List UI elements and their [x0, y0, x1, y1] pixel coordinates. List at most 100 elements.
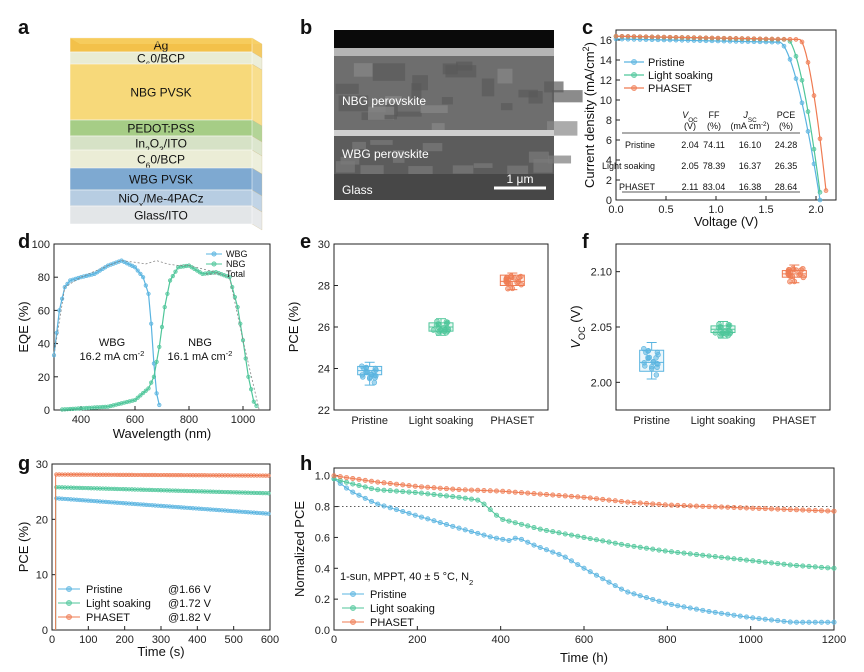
y-tick-label: 30: [318, 239, 330, 251]
series-marker: [393, 488, 399, 494]
data-point: [791, 278, 798, 285]
legend-marker: [66, 586, 72, 592]
series-marker: [656, 547, 662, 553]
data-point: [653, 355, 659, 361]
series-marker: [681, 503, 687, 509]
series-marker: [825, 508, 831, 514]
legend-marker: [350, 619, 356, 625]
series-marker: [768, 617, 774, 623]
series-marker: [437, 485, 443, 491]
series-marker: [818, 564, 824, 570]
series-marker: [673, 34, 679, 40]
text-part: (V): [568, 305, 583, 326]
series-marker: [662, 600, 668, 606]
legend-label: Light soaking: [86, 598, 151, 610]
table-cell: 83.04: [703, 182, 726, 192]
table-header: FF: [709, 110, 720, 120]
sem-label-glass: Glass: [342, 183, 373, 197]
series-marker: [531, 525, 537, 531]
series-marker: [450, 494, 456, 500]
series-marker: [512, 520, 518, 526]
sem-grain: [452, 165, 474, 174]
series-marker: [368, 498, 374, 504]
sem-label-nbg: NBG perovskite: [342, 94, 426, 108]
series-marker: [556, 551, 562, 557]
data-point: [726, 327, 732, 334]
y-axis-label: EQE (%): [16, 301, 31, 352]
series-marker: [750, 558, 756, 564]
series-marker: [662, 548, 668, 554]
series-marker: [625, 34, 631, 39]
x-tick-label: 0.5: [658, 204, 673, 216]
sem-grain: [385, 96, 402, 103]
annotation-wbg: WBG: [99, 337, 125, 349]
data-point: [359, 372, 365, 378]
data-point: [503, 276, 509, 282]
sem-grain: [335, 83, 359, 94]
series-marker: [793, 507, 799, 513]
series-marker: [823, 188, 829, 193]
series-marker: [625, 542, 631, 548]
series-marker: [781, 36, 787, 42]
series-marker: [581, 534, 587, 540]
data-point: [643, 349, 649, 356]
series-marker: [650, 501, 656, 507]
series-marker: [575, 494, 581, 500]
y-tick-label: 40: [38, 339, 50, 351]
series-marker: [138, 271, 143, 276]
series-marker: [356, 492, 362, 498]
data-point: [717, 327, 723, 333]
table-cell: 2.05: [681, 161, 699, 171]
table-row-label: Pristine: [625, 140, 655, 150]
table-header: PCE: [777, 110, 796, 120]
sem-label-wbg: WBG perovskite: [342, 147, 429, 161]
series-marker: [543, 547, 549, 553]
series-marker: [618, 541, 624, 547]
series-marker: [762, 559, 768, 565]
series-marker: [668, 602, 674, 608]
x-axis-label: Wavelength (nm): [113, 426, 212, 441]
series-marker: [618, 586, 624, 592]
series-line-0: [333, 478, 834, 623]
series-marker: [412, 512, 418, 518]
text-part: 3: [159, 145, 164, 155]
series-marker: [751, 36, 757, 41]
y-tick-label: 4: [606, 155, 612, 167]
text-part: /Me-4PACz: [143, 192, 203, 206]
x-tick-label: 200: [115, 634, 133, 646]
series-marker: [811, 146, 817, 152]
x-tick-label: Pristine: [633, 415, 670, 427]
series-marker: [631, 591, 637, 597]
data-point: [361, 365, 367, 372]
sem-grain: [338, 95, 369, 112]
series-marker: [831, 619, 837, 625]
legend-bias: @1.66 V: [168, 584, 212, 596]
series-marker: [793, 37, 799, 42]
series-marker: [356, 476, 362, 482]
series-marker: [606, 539, 612, 545]
series-marker: [637, 34, 643, 39]
y-axis-label: PCE (%): [16, 522, 31, 573]
series-marker: [456, 494, 462, 500]
series-marker: [587, 569, 593, 575]
series-marker: [475, 487, 481, 493]
sem-top-dark: [334, 30, 554, 48]
series-marker: [731, 556, 737, 562]
series-marker: [817, 197, 823, 203]
table-header: JSC: [742, 110, 757, 124]
series-marker: [731, 504, 737, 510]
series-marker: [650, 546, 656, 552]
legend-label: NBG: [226, 259, 246, 269]
table-cell: 2.04: [681, 140, 699, 150]
series-marker: [525, 539, 531, 545]
series-marker: [575, 562, 581, 568]
series-marker: [157, 402, 162, 408]
x-tick-label: 300: [152, 634, 170, 646]
text-part: 6: [146, 161, 151, 171]
series-marker: [805, 60, 811, 65]
legend-label: WBG: [226, 249, 248, 259]
legend-marker: [350, 591, 356, 597]
series-marker: [693, 552, 699, 558]
series-marker: [251, 399, 256, 404]
